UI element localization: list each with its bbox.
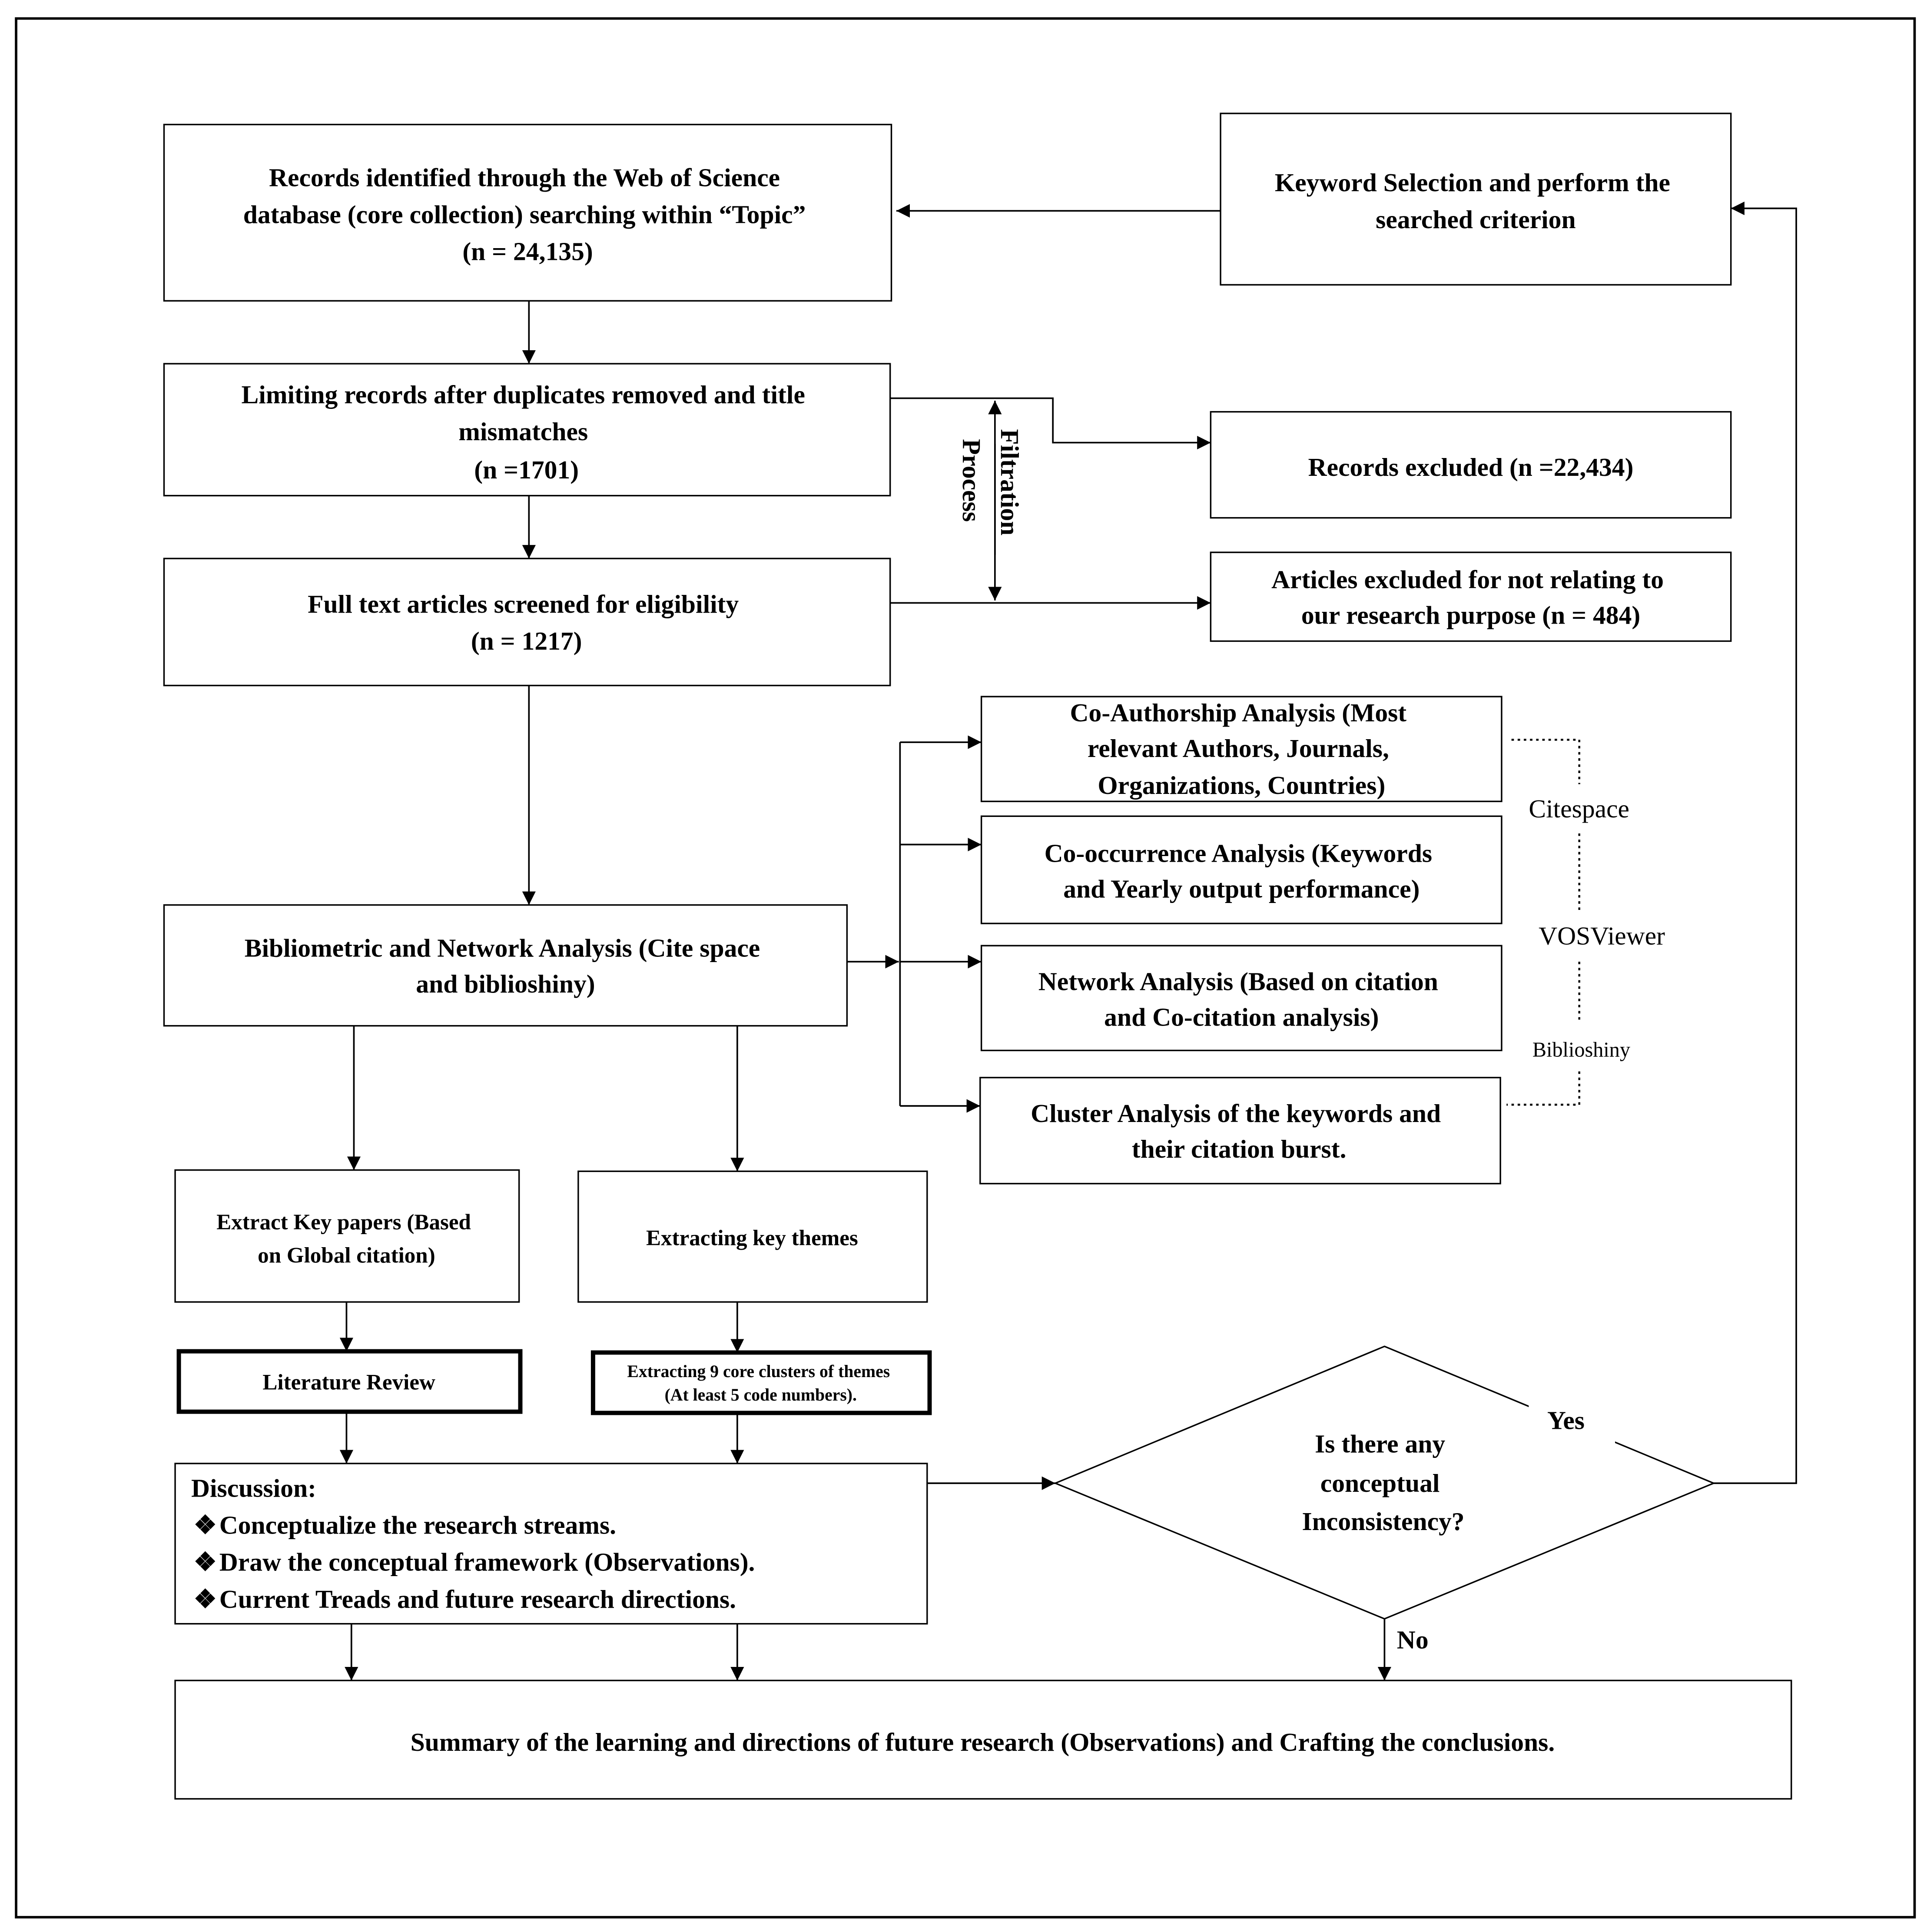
svg-text:Cluster Analysis of the keywor: Cluster Analysis of the keywords and the… xyxy=(1031,1099,1447,1163)
yes-label: Yes xyxy=(1547,1406,1585,1434)
box-literature-review-text: Literature Review xyxy=(262,1370,435,1395)
filtration-text: Filtration xyxy=(995,429,1024,535)
filtration-label: Filtration Process xyxy=(957,429,1024,535)
citespace-label: Citespace xyxy=(1529,794,1629,823)
box-records-identified-line: Records identified through the Web of Sc… xyxy=(269,163,780,192)
box-core-clusters-line: (At least 5 code numbers). xyxy=(665,1385,857,1404)
box-keyword-selection-line: searched criterion xyxy=(1376,205,1575,234)
box-extract-key-papers-line: Extract Key papers (Based xyxy=(216,1210,471,1235)
svg-text:Records identified through the: Records identified through the Web of Sc… xyxy=(243,163,813,266)
arrow-decision-yes-loop xyxy=(1713,201,1797,1484)
discussion-item: Conceptualize the research streams. xyxy=(219,1511,616,1540)
yes-label-mask xyxy=(1529,1399,1615,1444)
vosviewer-label: VOSViewer xyxy=(1539,921,1665,950)
process-text: Process xyxy=(957,439,986,522)
tool-bracket xyxy=(1506,739,1580,1106)
box-co-occurrence-line: and Yearly output performance) xyxy=(1063,875,1420,903)
box-articles-excluded: Articles excluded for not relating to ou… xyxy=(1210,551,1732,642)
svg-text:Extracting 9 core clusters of: Extracting 9 core clusters of themes (At… xyxy=(627,1362,894,1404)
box-articles-excluded-line: our research purpose (n = 484) xyxy=(1301,601,1640,630)
svg-text:❖Draw the conceptual framework: ❖Draw the conceptual framework (Observat… xyxy=(194,1548,755,1577)
box-extracting-key-themes-text: Extracting key themes xyxy=(646,1226,858,1251)
box-summary: Summary of the learning and directions o… xyxy=(174,1680,1792,1800)
box-limiting-records-line: (n =1701) xyxy=(474,455,579,484)
box-discussion: Discussion: ❖Conceptualize the research … xyxy=(174,1463,928,1625)
svg-text:Co-occurrence Analysis (Keywor: Co-occurrence Analysis (Keywords and Yea… xyxy=(1045,839,1439,903)
svg-text:Bibliometric and Network Analy: Bibliometric and Network Analysis (Cite … xyxy=(245,934,766,998)
box-cluster-analysis-line: their citation burst. xyxy=(1132,1135,1347,1163)
svg-text:Articles excluded for not rela: Articles excluded for not relating to ou… xyxy=(1271,565,1670,629)
arrow-limiting-to-excluded xyxy=(890,397,1211,450)
connectors xyxy=(339,201,1797,1681)
svg-text:Co-Authorship Analysis (Most: Co-Authorship Analysis (Most relevant Au… xyxy=(1070,698,1413,800)
box-articles-excluded-line: Articles excluded for not relating to xyxy=(1271,565,1664,594)
no-label: No xyxy=(1397,1625,1429,1654)
box-extract-key-papers: Extract Key papers (Based on Global cita… xyxy=(174,1169,520,1303)
box-extract-key-papers-line: on Global citation) xyxy=(258,1243,435,1268)
discussion-item: Current Treads and future research direc… xyxy=(219,1585,736,1613)
box-keyword-selection-line: Keyword Selection and perform the xyxy=(1275,168,1670,197)
bullet-icon: ❖ xyxy=(194,1548,217,1577)
box-bibliometric-line: Bibliometric and Network Analysis (Cite … xyxy=(245,934,760,963)
box-full-text-line: Full text articles screened for eligibil… xyxy=(308,590,739,618)
biblioshiny-label: Biblioshiny xyxy=(1532,1039,1630,1062)
box-records-excluded: Records excluded (n =22,434) xyxy=(1210,411,1732,519)
discussion-item: Draw the conceptual framework (Observati… xyxy=(219,1548,755,1577)
bullet-icon: ❖ xyxy=(194,1585,217,1613)
box-keyword-selection: Keyword Selection and perform the search… xyxy=(1220,113,1732,286)
box-limiting-records: Limiting records after duplicates remove… xyxy=(163,363,891,497)
box-co-authorship: Co-Authorship Analysis (Most relevant Au… xyxy=(980,696,1502,802)
box-full-text: Full text articles screened for eligibil… xyxy=(163,558,891,687)
box-summary-text: Summary of the learning and directions o… xyxy=(411,1728,1555,1756)
box-full-text-line: (n = 1217) xyxy=(471,627,582,655)
decision-diamond: Is there any conceptual Inconsistency? xyxy=(1053,1345,1716,1620)
box-core-clusters: Extracting 9 core clusters of themes (At… xyxy=(590,1350,932,1415)
box-records-excluded-text: Records excluded (n =22,434) xyxy=(1308,453,1634,481)
box-co-authorship-line: Organizations, Countries) xyxy=(1098,771,1385,800)
box-co-authorship-line: relevant Authors, Journals, xyxy=(1088,734,1389,763)
svg-text:❖Conceptualize the research st: ❖Conceptualize the research streams. xyxy=(194,1511,616,1540)
decision-line: Inconsistency? xyxy=(1302,1507,1465,1536)
svg-text:Limiting records after duplica: Limiting records after duplicates remove… xyxy=(242,380,812,484)
box-co-occurrence: Co-occurrence Analysis (Keywords and Yea… xyxy=(980,815,1502,924)
bullet-icon: ❖ xyxy=(194,1511,217,1540)
svg-text:Is there any conceptual: Is there any conceptual Inconsistency? xyxy=(1302,1429,1465,1536)
decision-line: Is there any xyxy=(1315,1429,1445,1458)
box-extracting-key-themes: Extracting key themes xyxy=(577,1170,928,1303)
box-records-identified: Records identified through the Web of Sc… xyxy=(163,123,892,302)
box-records-identified-line: database (core collection) searching wit… xyxy=(243,200,806,229)
box-network-analysis-line: Network Analysis (Based on citation xyxy=(1038,967,1438,996)
box-bibliometric-line: and biblioshiny) xyxy=(416,969,595,998)
box-network-analysis: Network Analysis (Based on citation and … xyxy=(980,945,1502,1052)
svg-text:Full text articles screened fo: Full text articles screened for eligibil… xyxy=(308,590,745,655)
box-limiting-records-line: mismatches xyxy=(458,417,588,446)
box-co-occurrence-line: Co-occurrence Analysis (Keywords xyxy=(1045,839,1432,867)
box-cluster-analysis-line: Cluster Analysis of the keywords and xyxy=(1031,1099,1441,1128)
svg-text:Extract Key papers (Based: Extract Key papers (Based on Global cita… xyxy=(216,1210,477,1268)
box-limiting-records-line: Limiting records after duplicates remove… xyxy=(242,380,805,409)
svg-text:❖Current Treads and future res: ❖Current Treads and future research dire… xyxy=(194,1585,736,1613)
box-cluster-analysis: Cluster Analysis of the keywords and the… xyxy=(979,1077,1501,1185)
box-literature-review: Literature Review xyxy=(176,1349,523,1414)
box-records-identified-line: (n = 24,135) xyxy=(462,237,593,266)
discussion-title: Discussion: xyxy=(191,1474,316,1502)
outer-frame xyxy=(15,17,1916,1919)
box-network-analysis-line: and Co-citation analysis) xyxy=(1104,1003,1379,1032)
svg-text:Network Analysis (Based on cit: Network Analysis (Based on citation and … xyxy=(1038,967,1445,1031)
decision-line: conceptual xyxy=(1320,1469,1440,1497)
box-core-clusters-line: Extracting 9 core clusters of themes xyxy=(627,1362,890,1381)
svg-text:Keyword Selection and perform: Keyword Selection and perform the search… xyxy=(1275,168,1677,234)
box-co-authorship-line: Co-Authorship Analysis (Most xyxy=(1070,698,1407,727)
box-bibliometric: Bibliometric and Network Analysis (Cite … xyxy=(163,904,848,1027)
